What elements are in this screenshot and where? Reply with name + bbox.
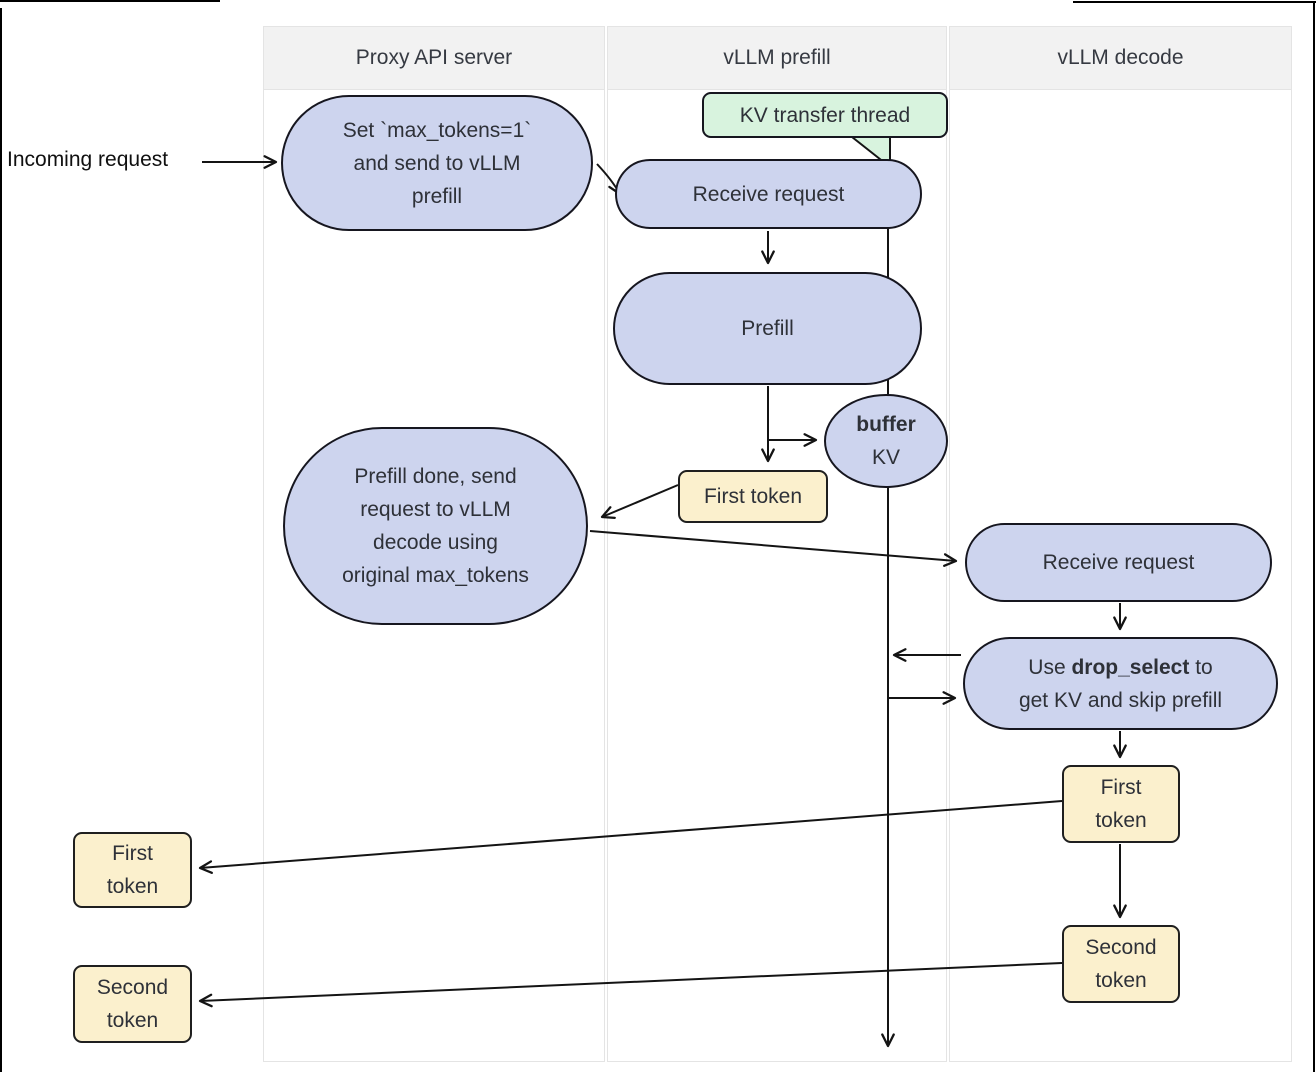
node-text: First <box>112 842 153 865</box>
node-drop-select: Use drop_select to get KV and skip prefi… <box>963 637 1278 730</box>
node-second-token-output: Second token <box>73 965 192 1043</box>
lane-title: vLLM prefill <box>723 46 831 69</box>
node-text: token <box>1095 969 1147 992</box>
node-text: token <box>106 875 159 898</box>
lane-title: vLLM decode <box>1057 46 1184 69</box>
lane-header-proxy: Proxy API server <box>264 27 604 90</box>
node-text: Second <box>1085 936 1157 959</box>
node-text: Prefill done, send <box>354 465 517 488</box>
node-text: First token <box>703 485 803 508</box>
node-text: First <box>1100 776 1142 799</box>
node-text: Second <box>96 976 169 999</box>
node-text: get KV and skip prefill <box>1018 688 1223 712</box>
node-first-token-output: First token <box>73 832 192 908</box>
node-receive-request-prefill: Receive request <box>615 159 922 229</box>
node-text: token <box>1095 809 1147 832</box>
node-text-bold: drop_select <box>1071 655 1190 679</box>
node-set-max-tokens: Set `max_tokens=1` and send to vLLM pref… <box>281 95 593 231</box>
node-text: decode using <box>373 531 498 554</box>
node-text: Receive request <box>692 182 845 206</box>
node-text-bold: buffer <box>856 413 916 436</box>
node-kv-transfer-thread: KV transfer thread <box>702 92 948 138</box>
node-text: Use <box>1028 655 1072 679</box>
node-text: request to vLLM <box>360 498 511 521</box>
frame-top-left-segment <box>0 0 220 2</box>
arrow-first-token-to-proxy <box>198 800 1063 874</box>
node-receive-request-decode: Receive request <box>965 523 1272 602</box>
node-text: Receive request <box>1042 551 1195 574</box>
node-text: token <box>106 1009 159 1032</box>
incoming-request-label: Incoming request <box>7 148 169 171</box>
node-first-token-prefill: First token <box>678 470 828 523</box>
arrow-first-token-to-prefill-done <box>600 484 679 519</box>
frame-right-edge <box>1313 2 1315 1072</box>
node-text: and send to vLLM <box>353 151 521 175</box>
node-prefill: Prefill <box>613 272 922 385</box>
lane-header-prefill: vLLM prefill <box>608 27 946 90</box>
node-text: Use drop_select to <box>1028 651 1212 684</box>
arrow-second-token-to-proxy <box>198 962 1063 1008</box>
node-text: original max_tokens <box>342 564 529 587</box>
node-text: Set `max_tokens=1` <box>342 118 532 142</box>
node-prefill-done: Prefill done, send request to vLLM decod… <box>283 427 588 625</box>
frame-left-edge <box>0 8 2 1072</box>
node-buffer-kv: buffer KV <box>824 394 948 488</box>
node-second-token-decode: Second token <box>1062 925 1180 1003</box>
node-text: prefill <box>411 184 463 208</box>
lane-header-decode: vLLM decode <box>950 27 1291 90</box>
node-text: to <box>1189 655 1213 679</box>
frame-top-right-segment <box>1073 1 1316 3</box>
arrow-prefill-done-to-decode-receive <box>589 530 958 567</box>
node-text: KV <box>871 446 900 469</box>
node-text: KV transfer thread <box>739 103 911 127</box>
node-first-token-decode: First token <box>1062 765 1180 843</box>
lane-title: Proxy API server <box>355 46 513 69</box>
node-text: Prefill <box>741 317 794 340</box>
